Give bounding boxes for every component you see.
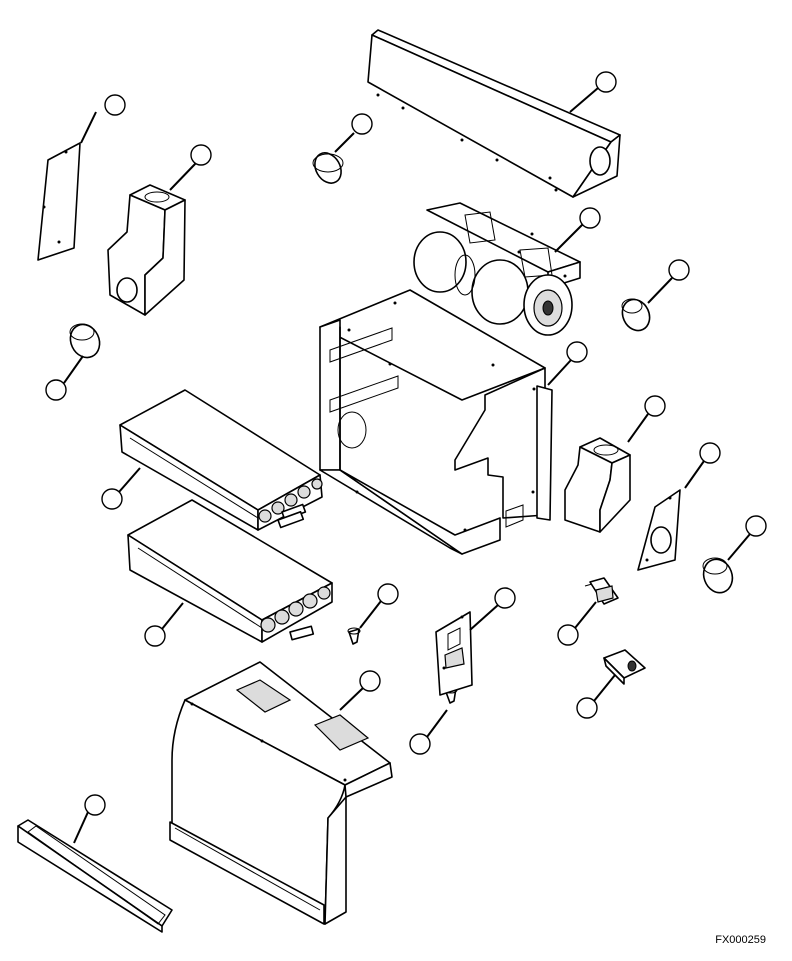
filter-frame [17, 819, 173, 933]
callout-balloon [557, 601, 597, 646]
callout-balloon [647, 259, 690, 304]
gasket-plate-right [637, 489, 681, 571]
elbow-duct-right [564, 437, 631, 533]
callout-balloon [101, 467, 141, 510]
grommet-fitting-left [347, 627, 361, 645]
collar-ring-left [69, 323, 101, 359]
callout-balloon [45, 355, 84, 401]
collar-ring-top [312, 152, 344, 184]
callout-balloon [359, 583, 399, 629]
heater-coil-upper [119, 389, 323, 531]
callout-balloon [409, 709, 448, 755]
relay-block [603, 649, 646, 685]
drawing-code-label: FX000259 [715, 934, 766, 946]
front-cover [169, 661, 393, 925]
elbow-duct-left [107, 184, 186, 316]
callout-balloon [554, 207, 601, 253]
callout-balloon [73, 794, 106, 844]
callout-balloon [339, 670, 381, 711]
blower-assembly [413, 202, 581, 336]
callout-balloon [547, 341, 588, 386]
main-housing [319, 289, 553, 555]
top-duct-housing [367, 29, 621, 198]
evaporator-coil-lower [127, 499, 333, 643]
callout-balloon [576, 674, 616, 719]
switch-component [584, 577, 619, 605]
callout-balloon [727, 515, 767, 561]
collar-ring-lower-right [702, 557, 734, 594]
control-bracket-plate [435, 611, 473, 696]
callout-balloon [144, 602, 184, 647]
callout-balloon [569, 71, 617, 113]
coil-tubes-upper [258, 478, 323, 529]
callout-balloon [80, 94, 126, 144]
callout-balloon [627, 395, 666, 443]
callout-balloon [334, 113, 373, 153]
gasket-plate-left [37, 142, 81, 261]
callout-balloon [169, 144, 212, 191]
coil-tubes-lower [260, 586, 331, 641]
callout-balloon [684, 442, 721, 489]
collar-ring-right [621, 298, 651, 332]
callout-balloons [45, 71, 767, 844]
callout-balloon [469, 587, 516, 631]
